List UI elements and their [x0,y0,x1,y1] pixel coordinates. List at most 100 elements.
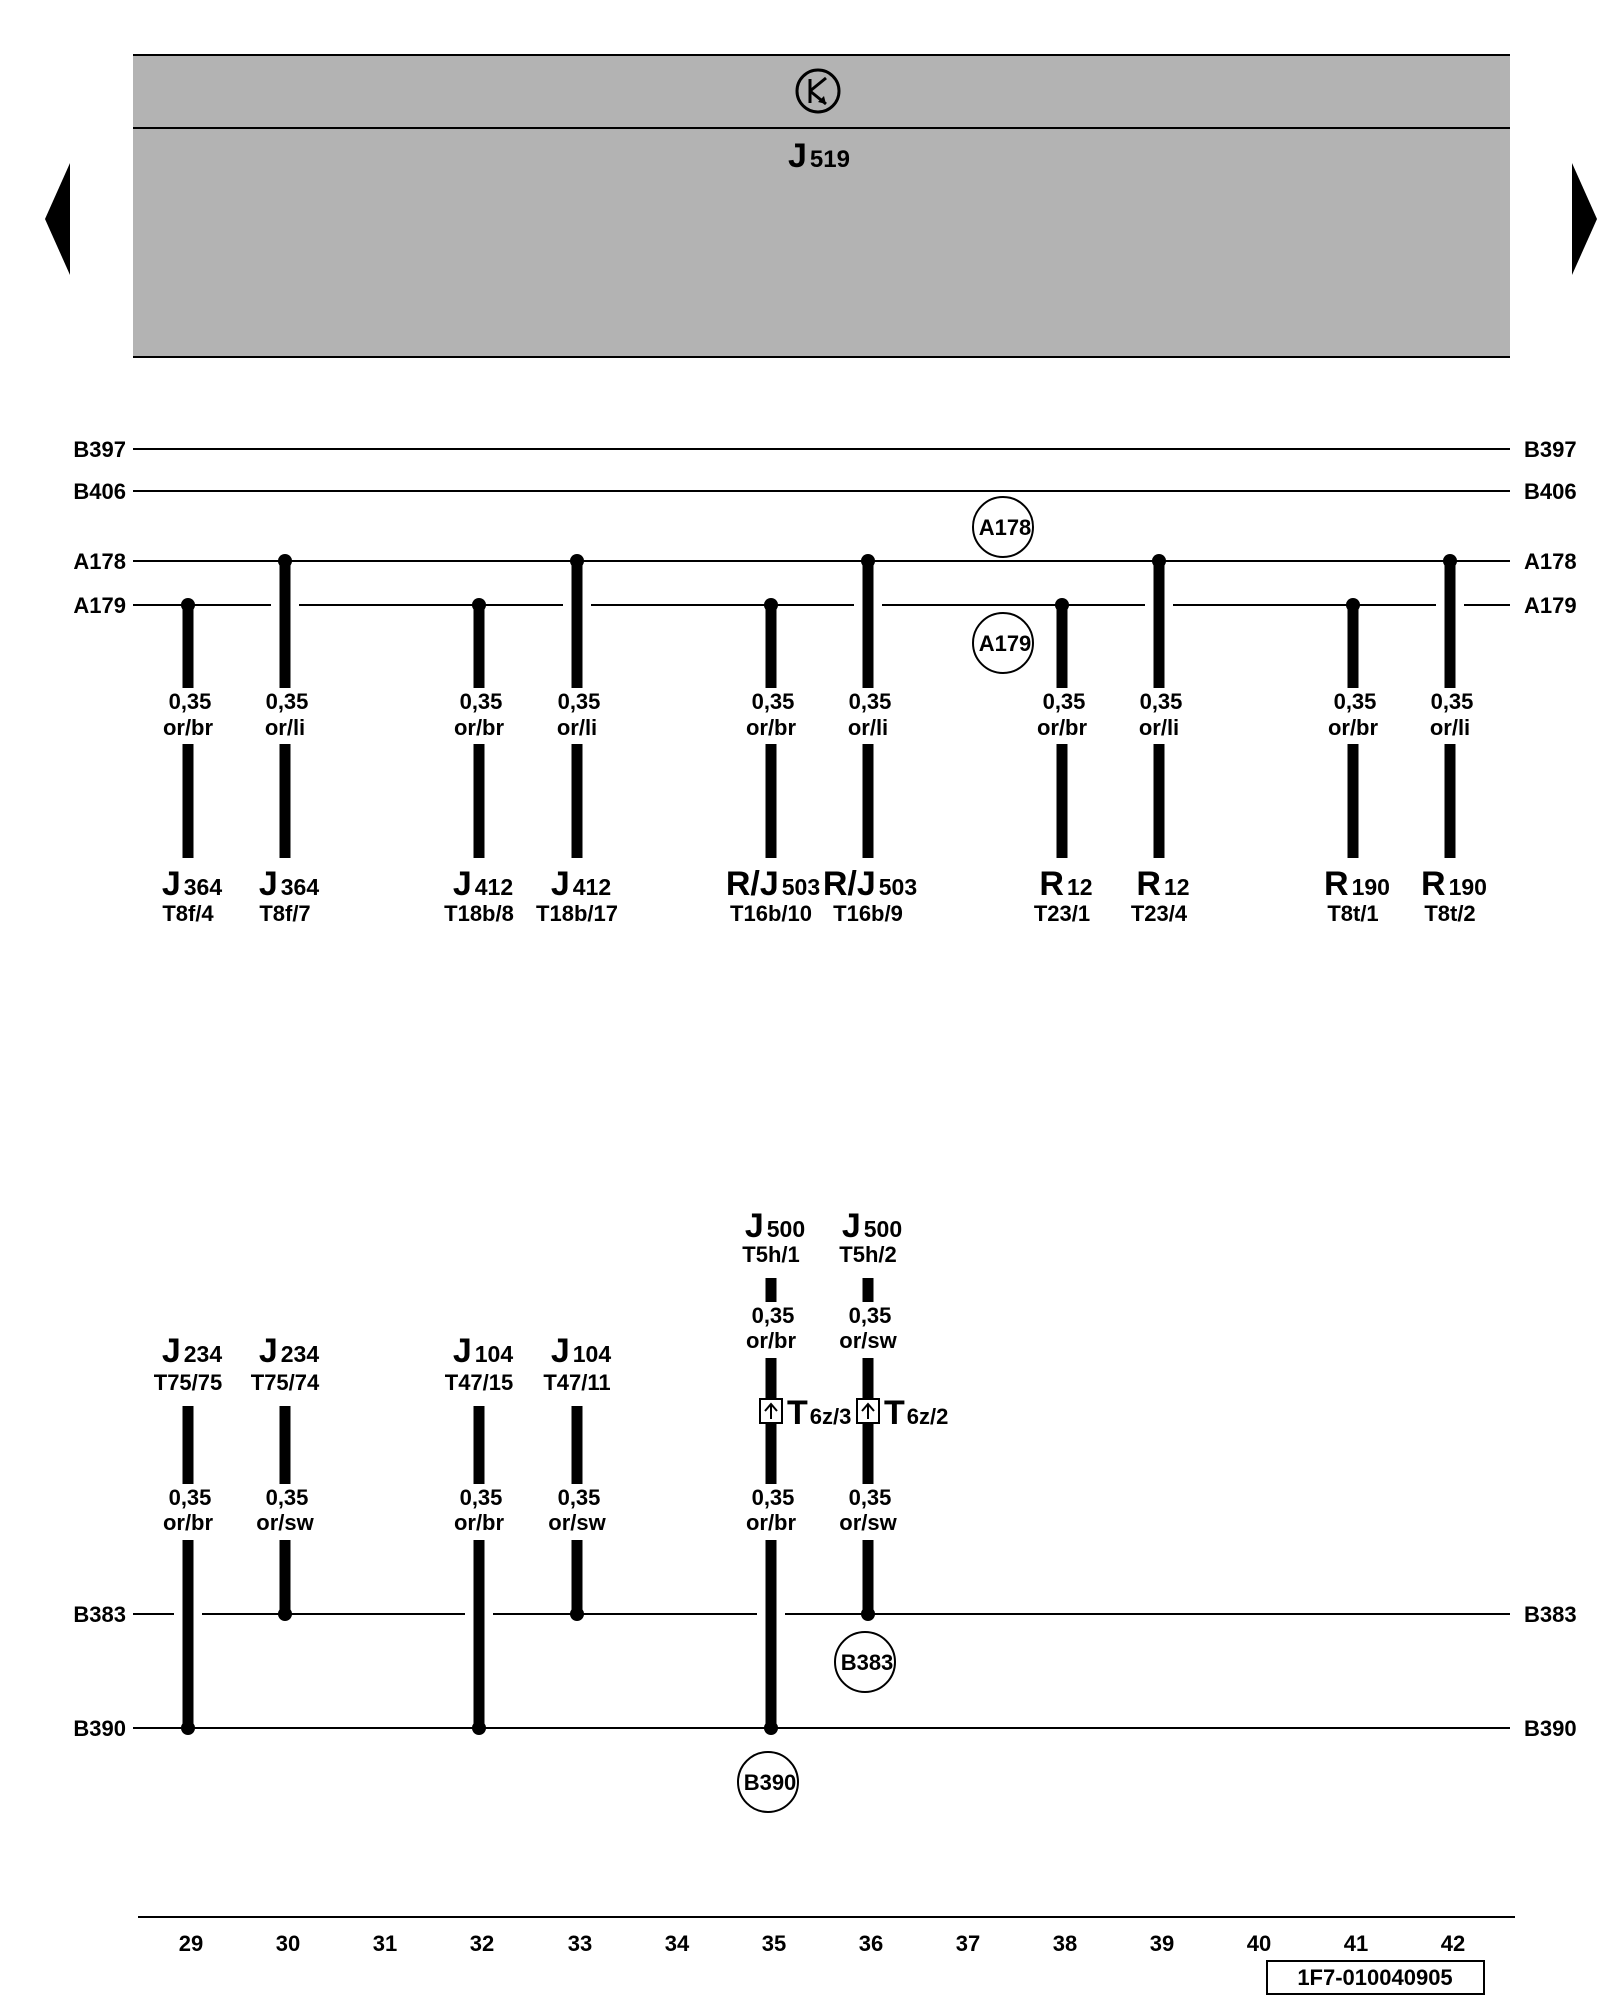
wire-size: 0,35 [1431,689,1474,714]
label-gap [834,690,902,742]
wire-color: or/sw [256,1510,314,1535]
pin-label: T75/74 [251,1370,320,1395]
pin-label: T5h/1 [742,1242,799,1267]
column-number: 36 [859,1931,883,1956]
column-number: 29 [179,1931,203,1956]
pin-label: T23/4 [1131,901,1188,926]
bus-reference-b383: B383 [834,1631,896,1693]
wire-size: 0,35 [849,1303,892,1328]
reference-circle [737,1751,799,1813]
junction-dot [764,1721,778,1735]
reference-label: A178 [979,515,1032,540]
wire-size: 0,35 [752,1303,795,1328]
wire-size: 0,35 [169,1485,212,1510]
reference-label: B383 [841,1650,894,1675]
pin-label: T18b/8 [444,901,514,926]
doc-id-box [1266,1960,1485,1995]
bus-label-right: B406 [1524,479,1577,504]
wire-size: 0,35 [1043,689,1086,714]
connector-label: T6z/3 [787,1394,851,1432]
wire-color: or/br [454,715,505,740]
reference-label: A179 [979,631,1032,656]
junction-dot [472,598,486,612]
reference-circle [834,1631,896,1693]
bus-label-left: B406 [73,479,126,504]
wire-color: or/br [746,715,797,740]
column-number: 41 [1344,1931,1368,1956]
wire-color: or/br [746,1510,797,1535]
bus-label-right: A179 [1524,593,1577,618]
wire-color: or/li [1430,715,1470,740]
wire-color: or/br [1328,715,1379,740]
label-gap [543,690,611,742]
wire-size: 0,35 [266,1485,309,1510]
label-gap [1028,690,1096,742]
junction-dot [1152,554,1166,568]
connector-arrow [861,1402,875,1419]
column-number: 38 [1053,1931,1077,1956]
junction-dot [1055,598,1069,612]
pin-label: T8f/4 [162,901,214,926]
wire-color: or/br [1037,715,1088,740]
bus-label-left: A179 [73,593,126,618]
junction-dot [1443,554,1457,568]
bus-label-right: B390 [1524,1716,1577,1741]
connector-arrow [764,1402,778,1419]
bus-reference-b390: B390 [737,1751,799,1813]
label-gap [737,690,805,742]
junction-dot [1346,598,1360,612]
pin-label: T18b/17 [536,901,618,926]
arrow-left-icon[interactable] [45,163,70,275]
pin-label: T75/75 [154,1370,223,1395]
reference-circle [972,612,1034,674]
bus-label-right: B397 [1524,437,1577,462]
label-gap [1319,690,1387,742]
wire-size: 0,35 [460,689,503,714]
wire-color: or/br [746,1328,797,1353]
column-number: 35 [762,1931,786,1956]
pin-label: T16b/9 [833,901,903,926]
bus-label-left: A178 [73,549,126,574]
junction-dot [278,1607,292,1621]
wire-color: or/sw [839,1510,897,1535]
connector-icon [759,1398,783,1424]
doc-id: 1F7-010040905 [1297,1965,1452,1990]
pin-label: T23/1 [1034,901,1090,926]
wire-color: or/li [848,715,888,740]
pin-label: T47/11 [543,1370,610,1395]
transistor-symbol-icon [795,68,841,114]
control-unit-box [133,54,1510,358]
wire-size: 0,35 [1334,689,1377,714]
arrow-right-icon[interactable] [1572,163,1597,275]
wire-size: 0,35 [169,689,212,714]
column-number: 32 [470,1931,494,1956]
wire-size: 0,35 [266,689,309,714]
bus-label-left: B383 [73,1602,126,1627]
bus-reference-a178: A178 [972,496,1034,558]
junction-dot [181,1721,195,1735]
wire-color: or/li [1139,715,1179,740]
wire-color: or/li [265,715,305,740]
pin-label: T8t/2 [1424,901,1475,926]
